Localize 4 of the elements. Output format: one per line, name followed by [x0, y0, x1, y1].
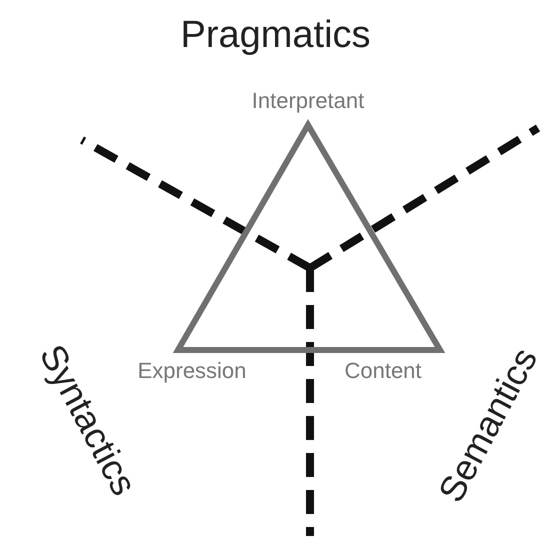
vertex-label: Interpretant [252, 88, 364, 114]
vertex-label: Content [344, 358, 422, 384]
title: Pragmatics [179, 14, 372, 57]
vertex-label: Expression [138, 358, 246, 384]
